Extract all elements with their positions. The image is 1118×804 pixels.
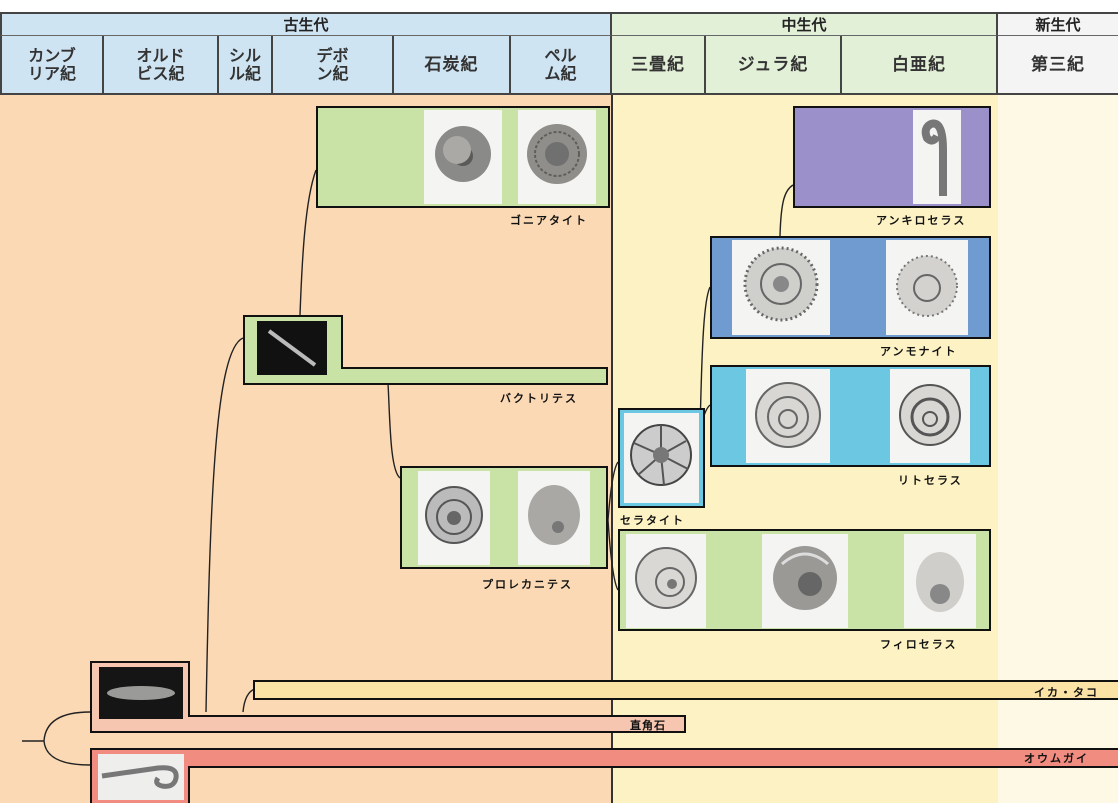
ammonite-to-ancyloceras: [780, 185, 793, 236]
orthoceras-band: [188, 715, 686, 733]
nautilus-band: [188, 748, 1118, 768]
ammonoid-shell-icon: [418, 471, 490, 565]
lytoceras-box: [710, 365, 991, 467]
lytoceras-fossil-1: [746, 369, 830, 463]
phylloceras-fossil-3: [904, 534, 976, 628]
phylloceras-fossil-2: [762, 534, 848, 628]
prolecanites-fossil-2: [518, 471, 590, 565]
goniatite-fossil-2: [518, 110, 596, 204]
lytoceras-label: リトセラス: [898, 472, 963, 488]
nautilus-box: [90, 748, 190, 803]
ammonite-shell-icon: [890, 369, 970, 463]
ammonite-box: [710, 236, 991, 339]
straight-shell-icon: [257, 321, 327, 375]
ammonite-fossil-1: [732, 240, 830, 335]
bactrites-to-prolecanites: [388, 383, 400, 478]
ceratite-fossil: [624, 413, 699, 503]
nautilus-shell-icon: [98, 754, 184, 800]
bactrites-box-top: [243, 315, 343, 385]
ammonite-fossil-2: [886, 240, 968, 335]
ammonite-shell-icon: [904, 534, 976, 628]
ammonoid-shell-icon: [424, 110, 502, 204]
ammonite-shell-icon: [746, 369, 830, 463]
ancyloceras-label: アンキロセラス: [876, 212, 966, 228]
root-branch: [44, 712, 90, 765]
straight-shell-icon: [99, 667, 183, 719]
bactrites-to-goniatite: [300, 170, 316, 315]
phylloceras-box: [618, 529, 991, 631]
bactrites-box-inner-edge: [341, 315, 343, 369]
ammonoid-shell-icon: [518, 471, 590, 565]
bactrites-label: バクトリテス: [500, 390, 578, 406]
ammonite-shell-icon: [626, 534, 706, 628]
ammonite-label: アンモナイト: [880, 343, 958, 359]
prolecanites-to-ceratite: [608, 462, 618, 520]
orthoceras-box: [90, 661, 190, 733]
ancyloceras-fossil: [913, 110, 961, 204]
ceratite-box: [618, 408, 705, 508]
phylloceras-label: フィロセラス: [880, 636, 958, 652]
goniatite-label: ゴニアタイト: [510, 212, 588, 228]
nautilus-fossil: [98, 754, 184, 800]
prolecanites-box: [400, 466, 608, 569]
orthoceras-to-bactrites: [206, 338, 243, 712]
hooked-shell-icon: [913, 110, 961, 204]
orthoceras-fossil: [99, 667, 183, 719]
squid-octopus-label: イカ・タコ: [1034, 684, 1099, 700]
ammonoid-shell-icon: [518, 110, 596, 204]
lytoceras-fossil-2: [890, 369, 970, 463]
goniatite-box: [316, 106, 610, 208]
bactrites-band: [341, 367, 608, 385]
ammonite-shell-icon: [886, 240, 968, 335]
orthoceras-label: 直角石: [630, 717, 666, 733]
prolecanites-to-phylloceras: [608, 520, 618, 590]
ceratite-label: セラタイト: [620, 512, 685, 528]
prolecanites-fossil-1: [418, 471, 490, 565]
nautilus-label: オウムガイ: [1024, 750, 1089, 766]
ammonite-shell-icon: [624, 413, 699, 503]
goniatite-fossil-1: [424, 110, 502, 204]
ammonite-shell-icon: [732, 240, 830, 335]
prolecanites-label: プロレカニテス: [482, 576, 573, 592]
squid-octopus-band: [253, 680, 1118, 700]
bactrites-fossil: [257, 321, 327, 375]
ammonite-shell-icon: [762, 534, 848, 628]
ancyloceras-box: [793, 106, 991, 208]
phylloceras-fossil-1: [626, 534, 706, 628]
